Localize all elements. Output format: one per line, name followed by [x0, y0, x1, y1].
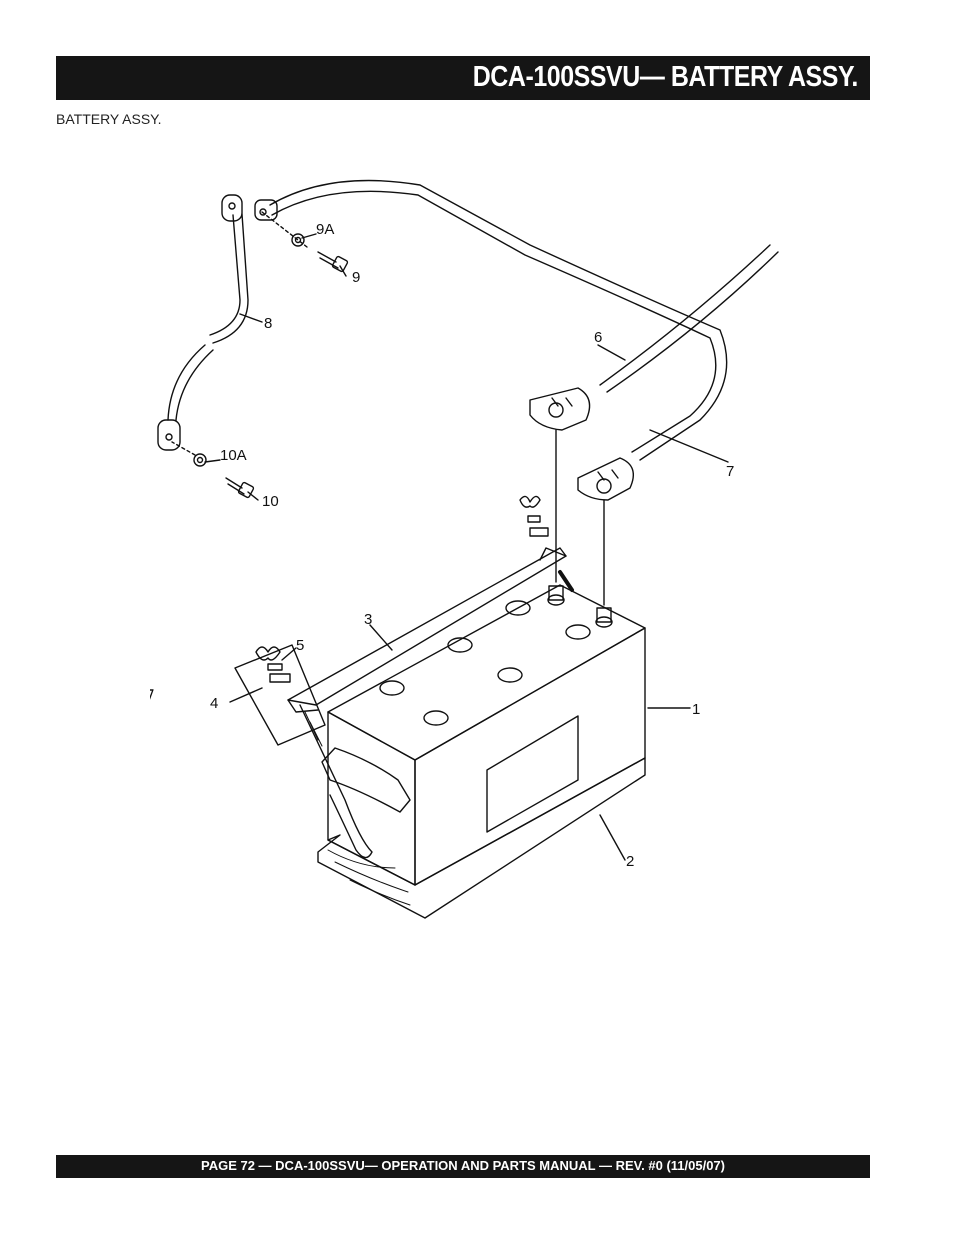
page-header-bar: DCA-100SSVU— BATTERY ASSY. [56, 56, 870, 100]
holddown-plate-4 [234, 644, 373, 859]
bolt-10 [171, 441, 255, 499]
callout-10a: 10A [220, 447, 247, 464]
holddown-bracket-3 [287, 495, 574, 713]
callout-3: 3 [364, 611, 372, 628]
cable-7 [254, 179, 728, 501]
page-footer-bar: PAGE 72 — DCA-100SSVU— OPERATION AND PAR… [56, 1155, 870, 1178]
callout-7: 7 [726, 463, 734, 480]
bolt-9 [261, 211, 349, 273]
callout-1: 1 [692, 701, 700, 718]
callout-9a: 9A [316, 221, 334, 238]
callout-8: 8 [264, 315, 272, 332]
page-title: DCA-100SSVU— BATTERY ASSY. [472, 61, 859, 93]
battery-1 [150, 584, 646, 886]
section-label: BATTERY ASSY. [56, 111, 162, 127]
battery-base-2 [317, 757, 646, 919]
callout-10: 10 [262, 493, 279, 510]
footer-text: PAGE 72 — DCA-100SSVU— OPERATION AND PAR… [201, 1158, 725, 1173]
callout-9: 9 [352, 269, 360, 286]
cable-8 [157, 194, 249, 451]
callout-2: 2 [626, 853, 634, 870]
callout-6: 6 [594, 329, 602, 346]
cable-6 [529, 244, 779, 431]
callout-5: 5 [296, 637, 304, 654]
callout-4: 4 [210, 695, 218, 712]
battery-assembly-diagram: 9A 9 8 10A 10 6 7 3 5 4 1 2 [150, 179, 779, 919]
